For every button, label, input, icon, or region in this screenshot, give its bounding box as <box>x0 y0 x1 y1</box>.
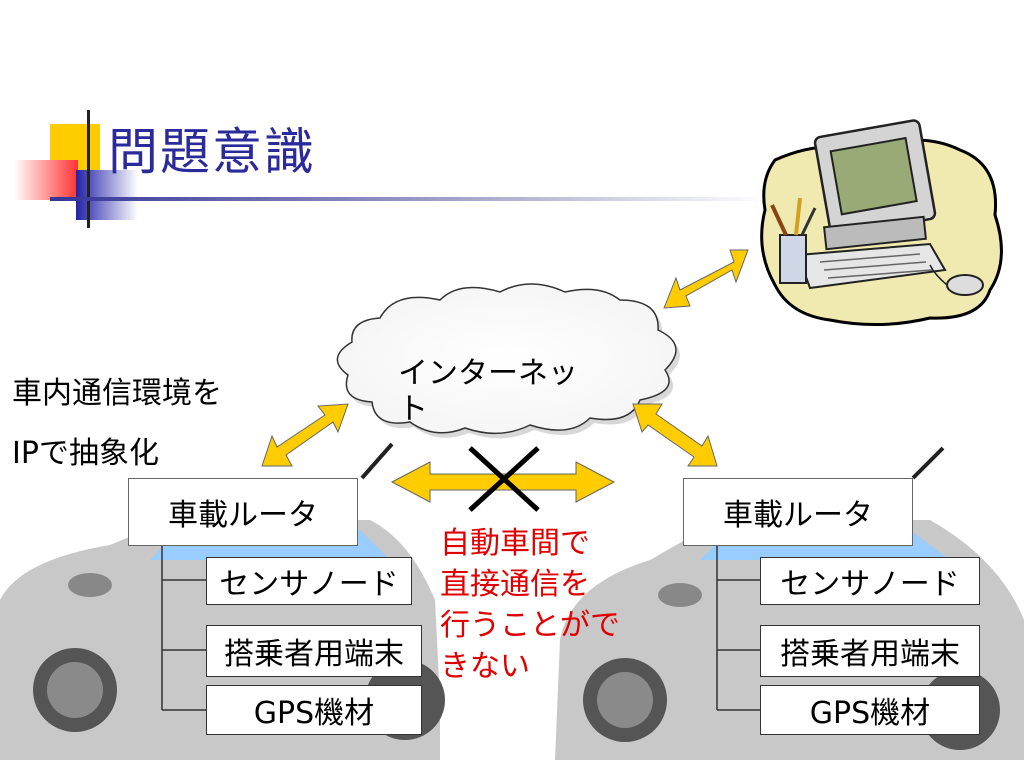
left-device-gps: GPS機材 <box>206 685 422 735</box>
right-device-tree <box>716 545 760 711</box>
red-square <box>14 160 78 200</box>
v2v-note-line4: きない <box>440 649 530 684</box>
arrow-cloud-pc <box>663 249 749 309</box>
cloud-label-line1: インターネッ <box>398 356 578 391</box>
title-underline <box>50 197 770 201</box>
left-device-tree <box>161 545 206 711</box>
cross-icon <box>468 446 540 512</box>
v2v-note-line1: 自動車間で <box>440 526 590 561</box>
v2v-note-line3: 行うことがで <box>440 608 620 643</box>
right-router-box: 車載ルータ <box>683 478 913 546</box>
arrow-cloud-right-router <box>632 403 718 467</box>
left-device-passenger-terminal: 搭乗者用端末 <box>206 625 422 677</box>
side-text-line1: 車内通信環境を <box>12 376 222 411</box>
arrow-cloud-left-router <box>261 403 349 467</box>
left-device-sensor-node: センサノード <box>206 557 412 605</box>
right-device-passenger-terminal: 搭乗者用端末 <box>760 625 980 677</box>
cloud-icon <box>336 283 680 439</box>
side-text-line2: IPで抽象化 <box>12 436 159 471</box>
blue-square <box>76 170 138 220</box>
left-router-box: 車載ルータ <box>128 478 358 546</box>
page-title: 問題意識 <box>108 123 316 181</box>
v2v-note-line2: 直接通信を <box>440 567 590 602</box>
computer-icon <box>760 119 1003 327</box>
right-device-gps: GPS機材 <box>760 685 980 735</box>
cloud-label: インターネッ ト <box>398 356 588 428</box>
vertical-rule <box>87 110 90 228</box>
cloud-label-line2: ト <box>398 392 428 427</box>
right-device-sensor-node: センサノード <box>760 557 980 605</box>
v2v-note: 自動車間で 直接通信を 行うことがで きない <box>440 523 630 687</box>
